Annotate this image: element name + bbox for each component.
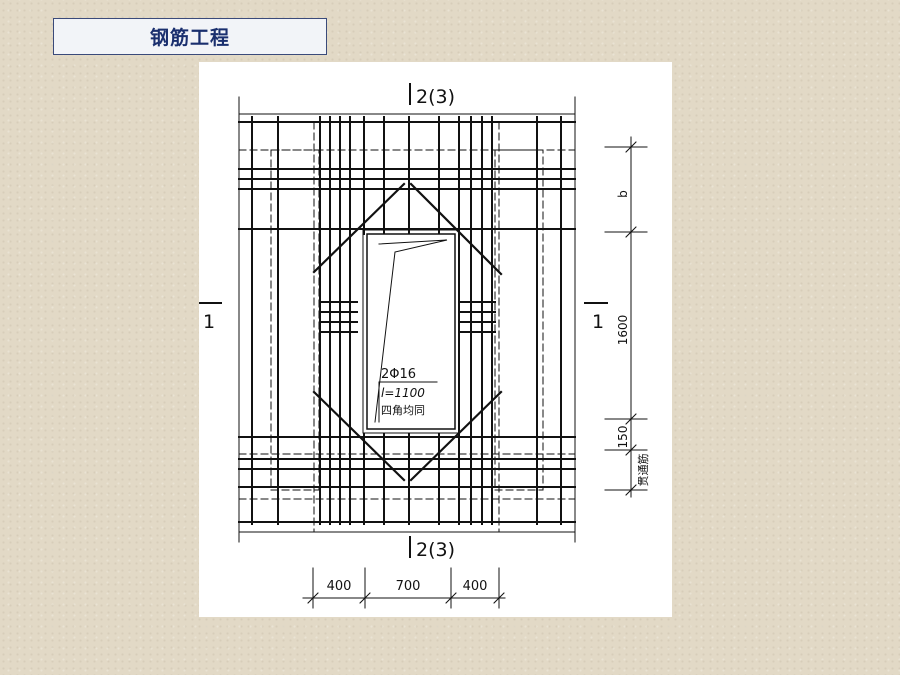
- note-corners: 四角均同: [381, 404, 425, 417]
- dim-label-1600: 1600: [616, 315, 630, 346]
- slide-title: 钢筋工程: [149, 28, 230, 49]
- vertical-bars: [251, 116, 562, 525]
- dim-label-400-left: 400: [327, 579, 352, 594]
- tie-bars: [319, 301, 496, 333]
- horizontal-bars: [238, 121, 576, 523]
- note-bar-spec: 2Φ16: [381, 367, 416, 382]
- note-bar-length: l=1100: [381, 386, 425, 400]
- rebar-drawing: 2(3) 2(3) 1 1 2Φ16 l=1100 四角均同 b 1600 15…: [199, 62, 672, 617]
- dim-label-through-bar: 贯通筋: [636, 454, 650, 487]
- dim-label-150: 150: [616, 426, 630, 449]
- section-label-left: 1: [203, 311, 215, 333]
- dim-label-b: b: [616, 190, 630, 198]
- section-label-bottom: 2(3): [416, 539, 455, 561]
- right-dimension-chain: [604, 136, 648, 498]
- dashed-stirrups: [238, 121, 576, 533]
- slide-title-box: 钢筋工程: [53, 18, 327, 55]
- section-label-right: 1: [592, 311, 604, 333]
- dim-label-400-right: 400: [463, 579, 488, 594]
- dim-label-700: 700: [396, 579, 421, 594]
- diagonal-bars: [312, 182, 503, 482]
- wall-opening: [362, 229, 460, 434]
- section-marks: [199, 83, 608, 558]
- wall-boundary-lines: [238, 96, 576, 543]
- rebar-diagram: 2(3) 2(3) 1 1 2Φ16 l=1100 四角均同 b 1600 15…: [199, 83, 650, 609]
- note-box: [378, 381, 438, 423]
- section-label-top: 2(3): [416, 86, 455, 108]
- bottom-dimension-chain: [302, 567, 506, 609]
